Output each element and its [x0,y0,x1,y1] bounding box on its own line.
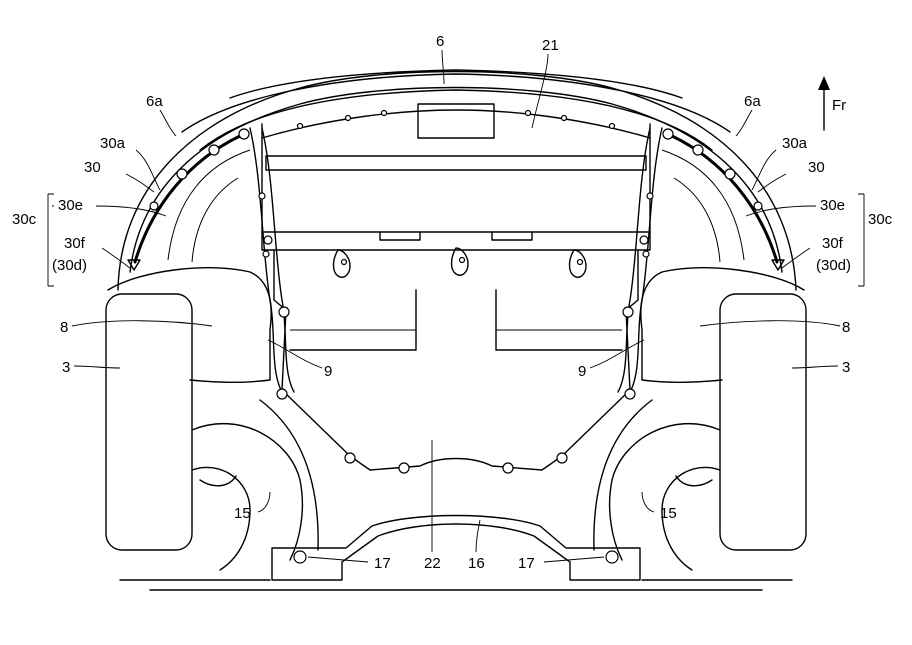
undercover-plate [273,247,639,474]
label-30-left: 30 [84,159,101,176]
label-30d-right: (30d) [816,257,851,274]
label-15-right: 15 [660,505,677,522]
label-3-right: 3 [842,359,850,376]
direction-label: Fr [832,97,846,114]
strip-clips [127,128,785,271]
label-30c-right: 30c [868,211,893,228]
label-15-left: 15 [234,505,251,522]
label-30a-left: 30a [100,135,126,152]
label-6a-left: 6a [146,93,163,110]
label-6: 6 [436,33,444,50]
label-30d-left: (30d) [52,257,87,274]
label-30c-left: 30c [12,211,37,228]
label-30f-left: 30f [64,235,86,252]
label-17-left: 17 [374,555,391,572]
tires [105,293,807,551]
label-3-left: 3 [62,359,70,376]
rear-member [119,514,793,591]
label-30e-right: 30e [820,197,845,214]
front-direction-arrow [818,76,830,131]
lower-suspension [191,399,721,571]
label-21: 21 [542,37,559,54]
cross-member [261,103,651,251]
label-17-right: 17 [518,555,535,572]
side-rails [249,127,663,393]
label-16: 16 [468,555,485,572]
label-22: 22 [424,555,441,572]
bumper-outline [117,69,797,291]
seal-strips [133,134,779,264]
leader-lines [47,49,865,563]
label-8-right: 8 [842,319,850,336]
fender-liners [167,149,745,263]
label-9-left: 9 [324,363,332,380]
label-30-right: 30 [808,159,825,176]
label-9-right: 9 [578,363,586,380]
label-30f-right: 30f [822,235,844,252]
air-deflectors [107,267,805,384]
label-6a-right: 6a [744,93,761,110]
label-30e-left: 30e [58,197,83,214]
reference-labels: 6 21 6a 6a 30a 30a 30 30 30c 30e 30e 30c… [12,33,893,572]
label-30a-right: 30a [782,135,808,152]
label-8-left: 8 [60,319,68,336]
